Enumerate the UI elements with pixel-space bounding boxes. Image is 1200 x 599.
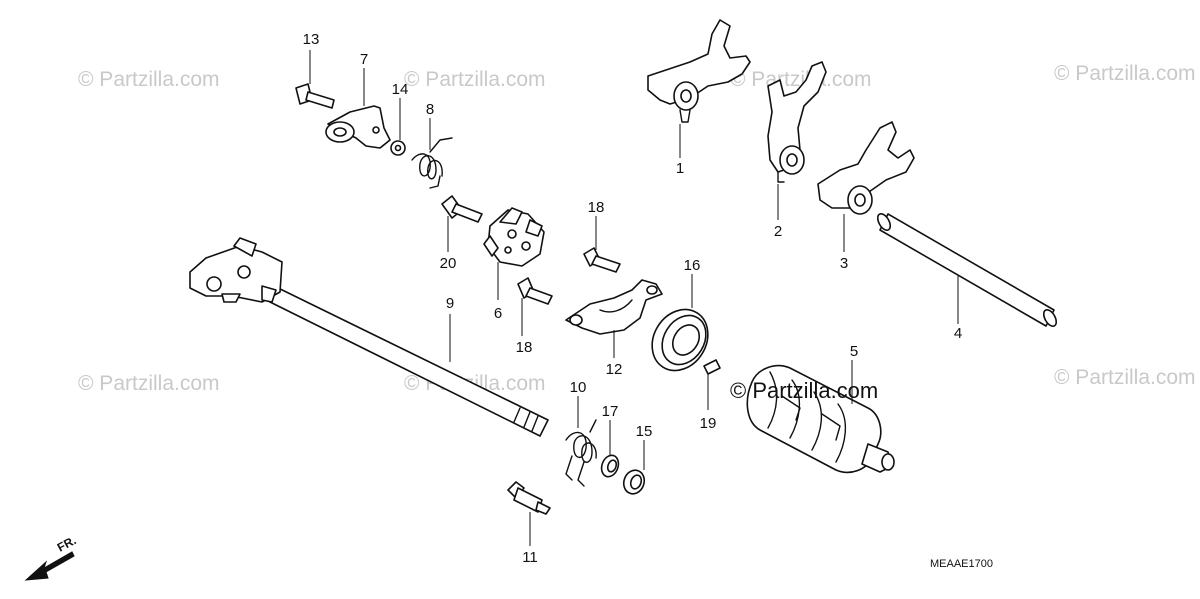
callout-19: 19 [700, 415, 717, 432]
brand-text: © Partzilla.com [730, 378, 878, 403]
part-bearing-holder [565, 279, 663, 335]
part-bolt-20 [441, 195, 483, 223]
diagram-code: MEAAE1700 [930, 558, 993, 570]
part-washer-14 [390, 140, 406, 156]
callout-1: 1 [676, 160, 684, 177]
callout-5: 5 [850, 343, 858, 360]
watermark-1: © Partzilla.com [78, 68, 220, 91]
part-bolt-18-upper [583, 247, 621, 273]
part-shift-fork-1 [647, 19, 751, 123]
callout-10: 10 [570, 379, 587, 396]
watermark-5: © Partzilla.com [78, 372, 220, 395]
part-bolt-11 [507, 481, 551, 515]
part-pin [703, 359, 721, 375]
part-drum-center [483, 207, 545, 267]
callout-16: 16 [684, 257, 701, 274]
callout-17: 17 [602, 403, 619, 420]
callout-7: 7 [360, 51, 368, 68]
callout-12: 12 [606, 361, 623, 378]
leader-lines [309, 50, 959, 546]
callout-6: 6 [494, 305, 502, 322]
part-spring-10 [565, 419, 597, 487]
watermark-7: © Partzilla.com [1054, 366, 1196, 389]
callout-15: 15 [636, 423, 653, 440]
watermark-4: © Partzilla.com [1054, 62, 1196, 85]
callout-9: 9 [446, 295, 454, 312]
callout-3: 3 [840, 255, 848, 272]
watermark-3: © Partzilla.com [730, 68, 872, 91]
callout-18-upper: 18 [588, 199, 605, 216]
front-arrow-icon [24, 551, 75, 581]
part-shift-spindle [189, 237, 549, 437]
direction-label: FR. [55, 533, 79, 554]
part-bearing [651, 308, 709, 372]
part-washer-15 [622, 469, 646, 495]
callout-13: 13 [303, 31, 320, 48]
callout-18-lower: 18 [516, 339, 533, 356]
part-bolt-13 [295, 83, 335, 109]
callout-11: 11 [522, 549, 538, 566]
callout-4: 4 [954, 325, 962, 342]
callout-14: 14 [392, 81, 409, 98]
part-spring-8 [411, 137, 453, 189]
callouts: 1 2 3 4 5 6 7 8 9 10 11 12 13 14 15 16 1… [303, 31, 963, 566]
part-shift-fork-2 [767, 61, 827, 183]
part-stopper-plate [325, 105, 391, 149]
watermark-2: © Partzilla.com [404, 68, 546, 91]
front-direction-indicator: FR. [24, 533, 79, 581]
watermarks: © Partzilla.com © Partzilla.com © Partzi… [78, 62, 1196, 395]
callout-20: 20 [440, 255, 457, 272]
part-bolt-18-lower [517, 277, 553, 305]
part-collar-17 [600, 454, 620, 478]
callout-8: 8 [426, 101, 434, 118]
callout-2: 2 [774, 223, 782, 240]
part-shift-drum [746, 364, 895, 474]
part-shift-fork-3 [817, 121, 915, 215]
part-fork-shaft [876, 213, 1058, 327]
